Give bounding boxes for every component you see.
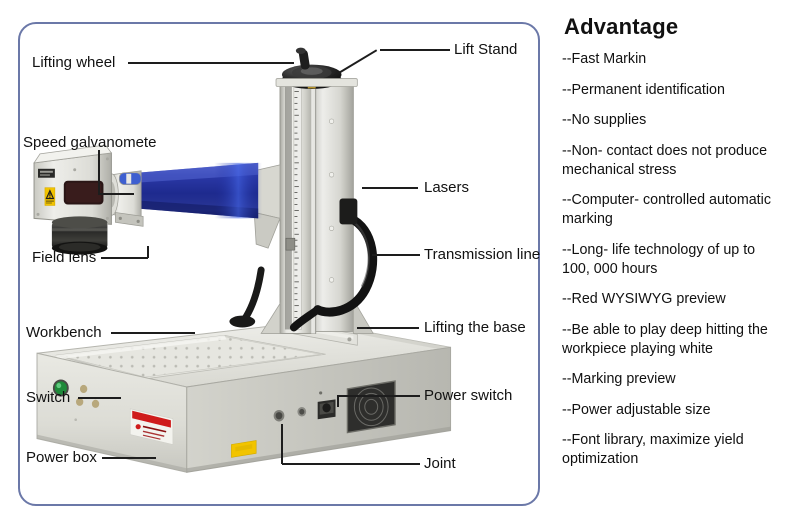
laser-marking-machine-illustration — [33, 47, 452, 473]
advantage-item: --Power adjustable size — [562, 401, 711, 418]
leader-line-field-lens-vertical — [147, 246, 149, 258]
advantage-item: --Red WYSIWYG preview — [562, 291, 726, 307]
callout-label-power-switch: Power switch — [424, 387, 513, 404]
leader-line-power-switch-horizontal — [338, 395, 420, 397]
advantage-title: Advantage — [564, 14, 679, 39]
leader-line-joint-vertical — [281, 424, 283, 464]
callout-label-field-lens: Field lens — [32, 249, 97, 266]
callout-label-lifting-the-base: Lifting the base — [424, 319, 526, 336]
advantage-list: --Fast Markin --Permanent identification… — [560, 50, 796, 469]
callout-label-switch: Switch — [26, 389, 71, 406]
advantage-item: --Permanent identification — [562, 81, 725, 98]
diagram-panel: Lifting wheel Speed galvanomete Field le… — [18, 22, 540, 506]
leader-line-lifting-the-base — [357, 327, 419, 329]
advantage-item: --Be able to play deep hitting the workp… — [562, 321, 768, 357]
leader-line-speed-galvanomete-vertical — [98, 150, 100, 194]
leader-line-power-box — [102, 457, 156, 459]
leader-line-field-lens-horizontal — [101, 257, 148, 259]
leader-line-lift-stand-horizontal — [380, 49, 450, 51]
leader-line-switch — [78, 397, 121, 399]
advantage-item: --Marking preview — [562, 371, 676, 387]
callout-label-lifting-wheel: Lifting wheel — [32, 54, 116, 71]
leader-line-workbench — [111, 332, 195, 334]
advantage-item: --No supplies — [562, 112, 647, 128]
leader-line-power-switch-vertical — [337, 395, 339, 407]
advantage-item: --Font library, maximize yield optimizat… — [562, 432, 744, 467]
leader-line-transmission-line — [372, 254, 420, 256]
advantage-item: --Computer- controlled automatic marking — [562, 192, 771, 227]
advantage-item: --Fast Markin — [562, 51, 647, 67]
advantage-item: --Long- life technology of up to 100, 00… — [562, 241, 756, 277]
leader-line-lasers — [362, 187, 418, 189]
advantage-item: --Non- contact does not produce mechanic… — [562, 142, 768, 178]
callout-label-transmission-line: Transmission line — [424, 246, 541, 263]
callout-label-lift-stand: Lift Stand — [454, 41, 518, 58]
leader-line-lift-stand-diagonal — [331, 49, 377, 78]
leader-line-lifting-wheel — [128, 62, 294, 64]
callout-label-lasers: Lasers — [424, 179, 470, 196]
callout-label-workbench: Workbench — [26, 324, 102, 341]
callout-label-power-box: Power box — [26, 449, 97, 466]
callout-label-joint: Joint — [424, 455, 456, 472]
leader-line-joint-horizontal — [282, 463, 420, 465]
callout-label-speed-galvanomete: Speed galvanomete — [23, 134, 157, 151]
advantage-section: Advantage --Fast Markin --Permanent iden… — [560, 10, 796, 525]
leader-line-speed-galvanomete-horizontal — [98, 193, 134, 195]
